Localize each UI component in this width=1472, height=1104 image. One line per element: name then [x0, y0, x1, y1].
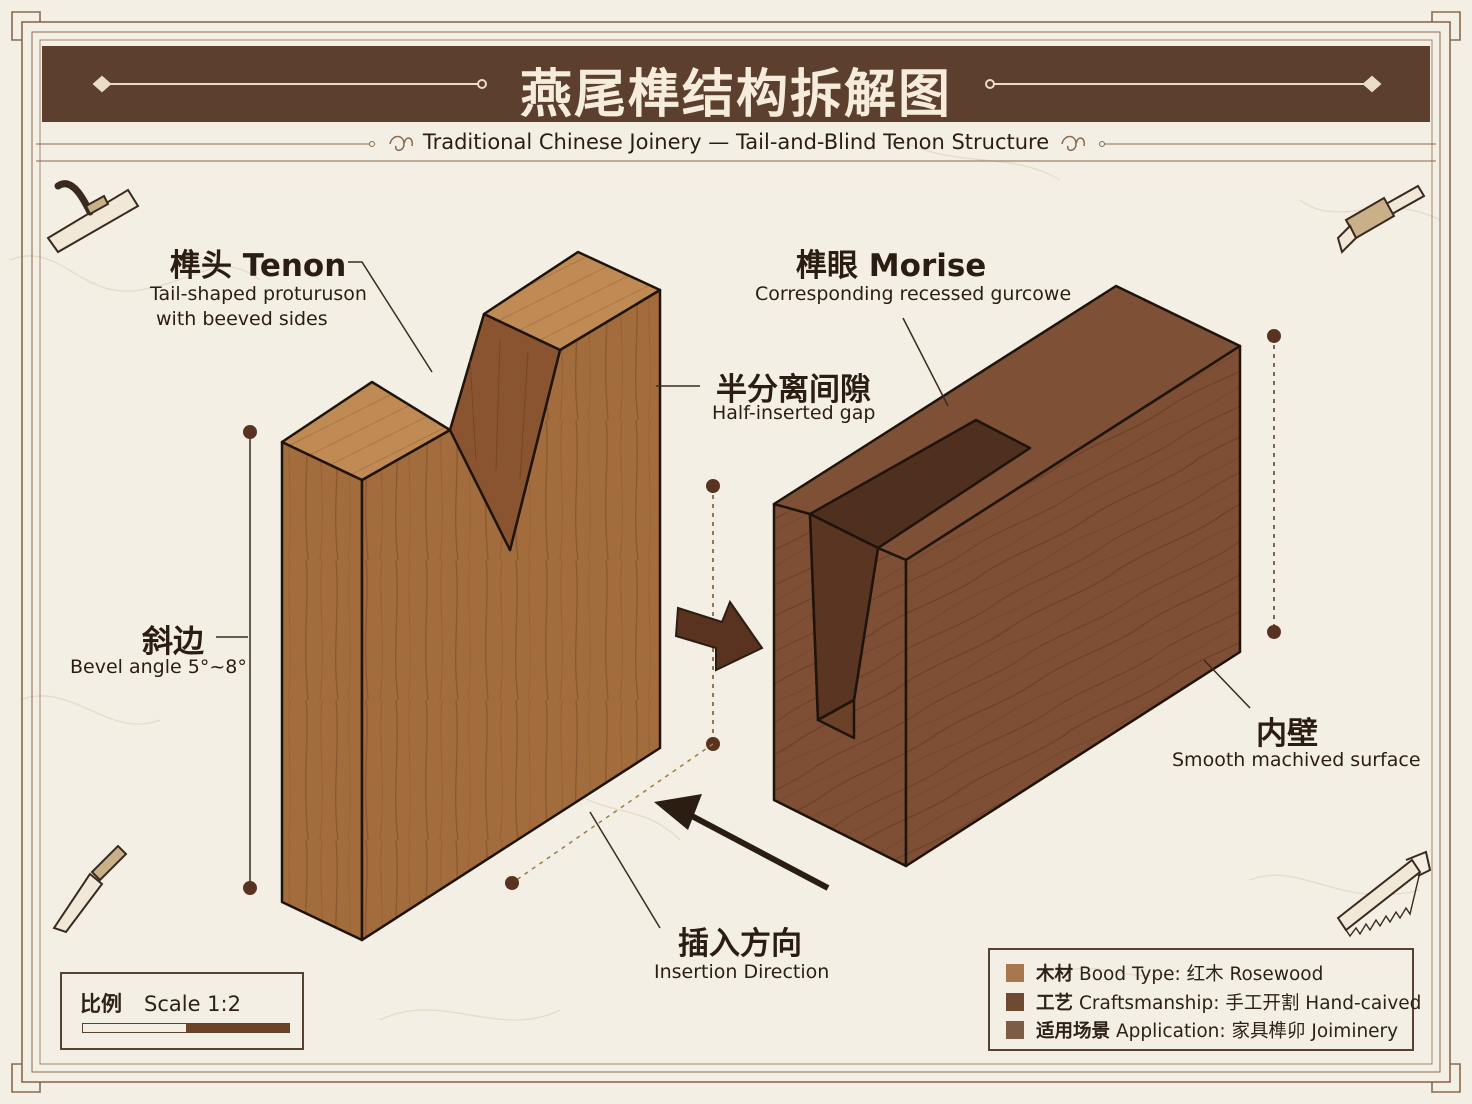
gap-description: Half-inserted gap	[712, 402, 876, 424]
leader-lines	[216, 261, 1251, 929]
mortise-block	[772, 284, 1242, 868]
scale-bar	[82, 1023, 290, 1033]
insertion-arrow-diagonal	[654, 794, 830, 891]
tenon-bevel-face	[448, 312, 562, 552]
inner-wall-label: 内壁	[1256, 716, 1318, 752]
legend-row-craft: 工艺 Craftsmanship: 手工开割 Hand-caived	[1006, 988, 1421, 1017]
bevel-marker-top	[243, 425, 257, 439]
legend-box: 木材 Bood Type: 红木 Rosewood 工艺 Craftsmansh…	[988, 948, 1421, 1051]
scale-title: 比例	[80, 992, 122, 1016]
gap-marker-base	[505, 876, 519, 890]
scale-box: 比例 Scale 1:2	[60, 972, 304, 1050]
legend-row-application: 适用场景 Application: 家具榫卯 Joiminery	[1006, 1016, 1412, 1045]
mortise-label: 榫眼 Morise	[796, 248, 987, 284]
legend-swatch-application	[1006, 1021, 1024, 1040]
legend-key: 木材	[1036, 964, 1074, 986]
knife-icon	[52, 844, 128, 934]
mortise-description: Corresponding recessed gurcowe	[755, 283, 1072, 305]
banner-ornaments	[92, 75, 1382, 93]
legend-key: 工艺	[1036, 992, 1074, 1014]
wall-marker-top	[1267, 329, 1281, 343]
legend-text: Bood Type: 红木 Rosewood	[1079, 964, 1324, 986]
legend-text: Application: 家具榫卯 Joiminery	[1116, 1021, 1399, 1043]
plane-icon	[46, 180, 140, 254]
page-subtitle: Traditional Chinese Joinery — Tail-and-B…	[422, 130, 1050, 154]
insertion-description: Insertion Direction	[654, 961, 830, 983]
tenon-description-line1: Tail-shaped proturuson	[150, 283, 367, 305]
saw-icon	[1336, 850, 1432, 938]
legend-row-wood: 木材 Bood Type: 红木 Rosewood	[1006, 959, 1412, 988]
bevel-label: 斜边	[142, 624, 204, 660]
insertion-label: 插入方向	[678, 926, 802, 962]
tenon-side-face	[280, 440, 364, 942]
page-title: 燕尾榫结构拆解图	[519, 64, 952, 125]
tenon-description-line2: with beeved sides	[156, 308, 328, 330]
legend-swatch-wood	[1006, 964, 1024, 983]
legend-swatch-craft	[1006, 992, 1024, 1011]
gap-marker-top	[706, 479, 720, 493]
subtitle-rule	[36, 135, 1436, 162]
insertion-arrow-right	[674, 599, 764, 672]
gap-label: 半分离间隙	[716, 372, 871, 408]
bevel-description: Bevel angle 5°~8°	[70, 656, 247, 678]
bevel-marker-bottom	[243, 881, 257, 895]
tenon-label: 榫头 Tenon	[170, 248, 347, 284]
chisel-icon	[1336, 184, 1426, 254]
decorative-frame	[11, 11, 1461, 1093]
scale-value: Scale 1:2	[144, 992, 241, 1016]
legend-key: 适用场景	[1036, 1021, 1111, 1043]
scale-bar-dark-segment	[186, 1024, 289, 1032]
wall-marker-bottom	[1267, 625, 1281, 639]
scale-bar-light-segment	[83, 1024, 186, 1032]
dimension-markers	[243, 329, 1281, 895]
scale-label: 比例 Scale 1:2	[80, 988, 241, 1018]
mortise-front-face	[904, 344, 1242, 868]
inner-wall-description: Smooth machived surface	[1172, 749, 1421, 771]
legend-text: Craftsmanship: 手工开割 Hand-caived	[1079, 992, 1422, 1014]
tenon-block	[280, 250, 662, 942]
